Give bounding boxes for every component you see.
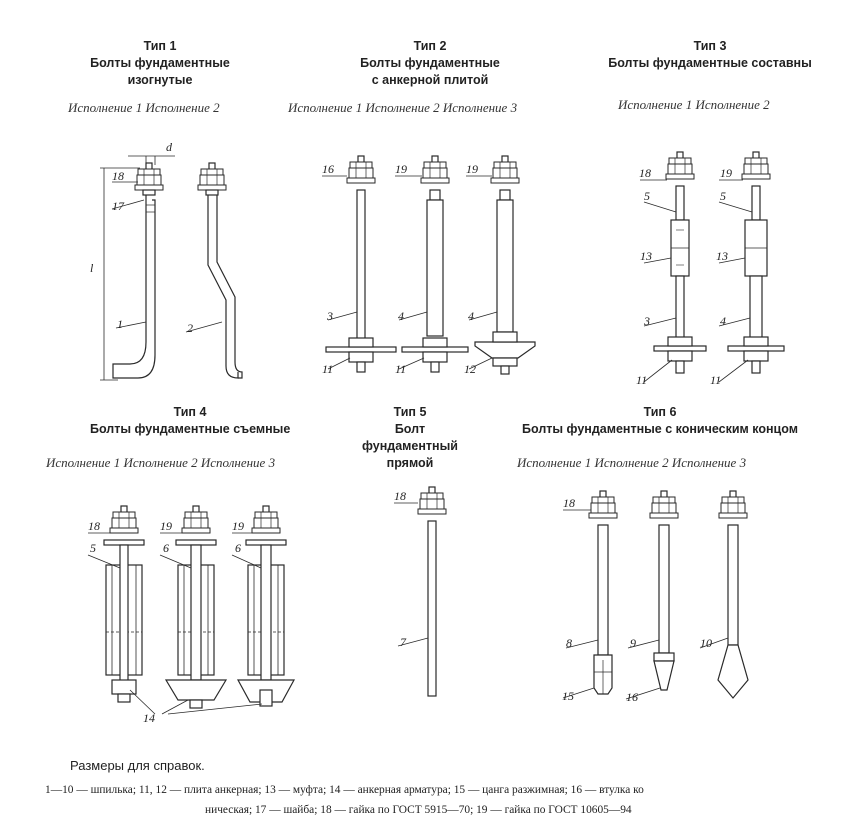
type5-line2: фундаментный bbox=[362, 439, 458, 453]
callout-t3-19: 19 bbox=[720, 166, 732, 180]
callout-t4-5: 5 bbox=[90, 541, 96, 555]
callout-t3-5b: 5 bbox=[720, 189, 726, 203]
type6-variants: Исполнение 1 Исполнение 2 Исполнение 3 bbox=[517, 455, 747, 470]
callout-t3-3: 3 bbox=[643, 314, 650, 328]
callout-t3-11b: 11 bbox=[710, 373, 721, 387]
type6-heading: Тип 6 bbox=[643, 405, 677, 419]
callout-t3-13b: 13 bbox=[716, 249, 728, 263]
callout-t3-13a: 13 bbox=[640, 249, 652, 263]
type4-leaders bbox=[87, 532, 263, 715]
type2-variants: Исполнение 1 Исполнение 2 Исполнение 3 bbox=[288, 100, 518, 115]
callout-t6-10: 10 bbox=[700, 636, 712, 650]
type6-variant2-bolt bbox=[649, 490, 679, 691]
callout-t1-17: 17 bbox=[112, 199, 125, 213]
callout-t4-6a: 6 bbox=[163, 541, 169, 555]
type5-leaders bbox=[394, 502, 429, 647]
type4-title: Тип 4 Болты фундаментные съемные bbox=[90, 404, 290, 438]
notes-line1: 1—10 — шпилька; 11, 12 — плита анкерная;… bbox=[45, 784, 644, 796]
type1-title: Тип 1 Болты фундаментные изогнутые bbox=[80, 38, 240, 89]
dimension-d-label: d bbox=[166, 140, 173, 154]
callout-t3-18: 18 bbox=[639, 166, 651, 180]
callout-t2-11b: 11 bbox=[395, 362, 406, 376]
notes-line2: ническая; 17 — шайба; 18 — гайка по ГОСТ… bbox=[205, 804, 632, 816]
callout-t3-4: 4 bbox=[720, 314, 726, 328]
type6-line1: Болты фундаментные с коническим концом bbox=[522, 422, 798, 436]
callout-t2-19a: 19 bbox=[395, 162, 407, 176]
type2-leaders bbox=[322, 175, 498, 370]
callout-t4-18: 18 bbox=[88, 519, 100, 533]
callout-t2-3: 3 bbox=[326, 309, 333, 323]
callout-t6-15: 15 bbox=[562, 689, 574, 703]
type6-title: Тип 6 Болты фундаментные с коническим ко… bbox=[505, 404, 815, 438]
callout-t6-16: 16 bbox=[626, 690, 638, 704]
callout-t4-19b: 19 bbox=[232, 519, 244, 533]
type1-dimensions bbox=[100, 155, 175, 381]
type3-leaders bbox=[640, 179, 753, 383]
callout-t1-1: 1 bbox=[117, 317, 123, 331]
type6-variant1-bolt bbox=[588, 490, 618, 695]
callout-t5-18: 18 bbox=[394, 489, 406, 503]
type4-variant3-bolt bbox=[236, 505, 296, 707]
callout-t2-12: 12 bbox=[464, 362, 476, 376]
callout-t6-9: 9 bbox=[630, 636, 636, 650]
callout-t2-4a: 4 bbox=[398, 309, 404, 323]
callout-t4-19a: 19 bbox=[160, 519, 172, 533]
callout-t1-18: 18 bbox=[112, 169, 124, 183]
type3-variants: Исполнение 1 Исполнение 2 bbox=[618, 97, 770, 112]
type3-title: Тип 3 Болты фундаментные составны bbox=[600, 38, 820, 72]
type3-variant2-bolt bbox=[727, 151, 785, 374]
type1-heading: Тип 1 bbox=[143, 39, 177, 53]
callout-t2-4b: 4 bbox=[468, 309, 474, 323]
type4-variants: Исполнение 1 Исполнение 2 Исполнение 3 bbox=[46, 455, 276, 470]
type1-variants: Исполнение 1 Исполнение 2 bbox=[68, 100, 220, 115]
type3-heading: Тип 3 bbox=[693, 39, 727, 53]
type4-heading: Тип 4 bbox=[173, 405, 207, 419]
callout-t3-11a: 11 bbox=[636, 373, 647, 387]
type2-line1: Болты фундаментные bbox=[360, 56, 500, 70]
callout-t4-6b: 6 bbox=[235, 541, 241, 555]
callout-t4-14: 14 bbox=[143, 711, 155, 725]
type4-variant2-bolt bbox=[164, 505, 228, 709]
type2-title: Тип 2 Болты фундаментные с анкерной плит… bbox=[345, 38, 515, 89]
type6-variant3-bolt bbox=[717, 490, 749, 699]
type1-line1: Болты фундаментные bbox=[90, 56, 230, 70]
callout-t3-5a: 5 bbox=[644, 189, 650, 203]
notes-heading: Размеры для справок. bbox=[70, 758, 205, 773]
type5-line1: Болт bbox=[394, 422, 426, 436]
callout-t5-7: 7 bbox=[400, 635, 407, 649]
type2-line2: с анкерной плитой bbox=[371, 73, 489, 87]
type5-bolt bbox=[417, 486, 447, 697]
type2-variant1-bolt bbox=[325, 155, 397, 373]
type5-line3: прямой bbox=[386, 456, 434, 470]
type2-variant3-bolt bbox=[474, 155, 536, 375]
type2-heading: Тип 2 bbox=[413, 39, 447, 53]
type5-heading: Тип 5 bbox=[393, 405, 427, 419]
type6-leaders bbox=[562, 509, 729, 700]
callout-t2-11a: 11 bbox=[322, 362, 333, 376]
type3-line1: Болты фундаментные составны bbox=[608, 56, 812, 70]
type5-title: Тип 5 Болт фундаментный прямой bbox=[360, 404, 460, 472]
type1-line2: изогнутые bbox=[127, 73, 193, 87]
callout-t1-2: 2 bbox=[187, 321, 193, 335]
type1-variant2-bolt bbox=[197, 162, 243, 379]
callout-t6-18: 18 bbox=[563, 496, 575, 510]
type3-variant1-bolt bbox=[653, 151, 707, 374]
type1-leaders bbox=[111, 181, 223, 333]
type1-variant1-bolt bbox=[112, 162, 164, 379]
callout-t2-16: 16 bbox=[322, 162, 334, 176]
type4-line1: Болты фундаментные съемные bbox=[90, 422, 291, 436]
type2-variant2-bolt bbox=[401, 155, 469, 373]
callout-t2-19b: 19 bbox=[466, 162, 478, 176]
callout-t6-8: 8 bbox=[566, 636, 572, 650]
type4-variant1-bolt bbox=[103, 505, 145, 703]
dimension-l-label: l bbox=[90, 261, 94, 275]
